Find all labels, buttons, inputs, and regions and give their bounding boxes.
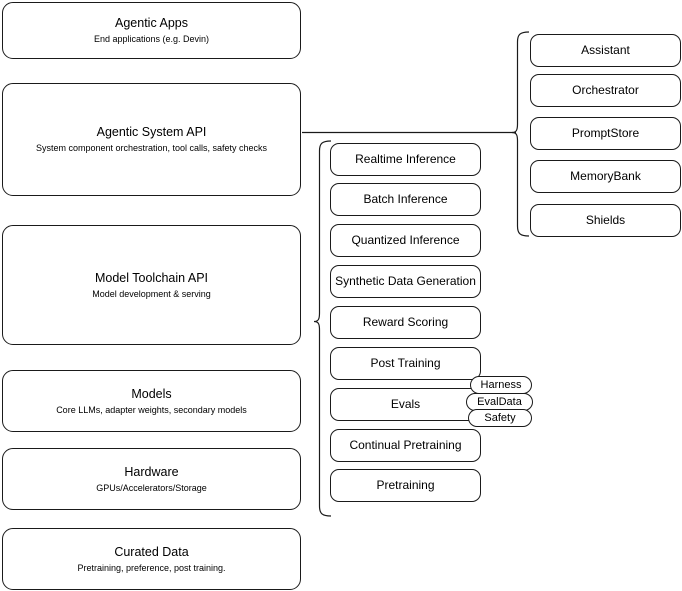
- capability-box-batch-inference[interactable]: Batch Inference: [330, 183, 481, 216]
- capability-box-realtime-inference[interactable]: Realtime Inference: [330, 143, 481, 176]
- stack-box-title: Agentic Apps: [115, 16, 188, 30]
- stack-box-models[interactable]: Models Core LLMs, adapter weights, secon…: [2, 370, 301, 432]
- evals-pill-harness[interactable]: Harness: [470, 376, 532, 394]
- stack-box-subtitle: System component orchestration, tool cal…: [35, 143, 268, 153]
- capability-label: Quantized Inference: [351, 233, 460, 247]
- capability-label: Post Training: [370, 356, 441, 370]
- evals-pill-label: EvalData: [477, 395, 522, 408]
- stack-box-title: Models: [131, 386, 172, 401]
- capability-label: Evals: [390, 397, 421, 411]
- evals-pill-label: Safety: [484, 411, 516, 424]
- evals-pill-label: Harness: [480, 378, 522, 391]
- capability-box-reward-scoring[interactable]: Reward Scoring: [330, 306, 481, 339]
- stack-box-title: Agentic System API: [96, 125, 207, 139]
- stack-box-agentic-system-api[interactable]: Agentic System API System component orch…: [2, 83, 301, 196]
- stack-box-subtitle: End applications (e.g. Devin): [93, 34, 210, 44]
- capability-box-pretraining[interactable]: Pretraining: [330, 469, 481, 502]
- system-component-box-orchestrator[interactable]: Orchestrator: [530, 74, 681, 107]
- system-component-box-assistant[interactable]: Assistant: [530, 34, 681, 67]
- stack-box-title: Curated Data: [114, 544, 189, 559]
- brace-toolchain-capabilities: [313, 140, 332, 517]
- system-component-box-memorybank[interactable]: MemoryBank: [530, 160, 681, 193]
- system-component-label: PromptStore: [571, 126, 640, 140]
- capability-box-synthetic-data-generation[interactable]: Synthetic Data Generation: [330, 265, 481, 298]
- stack-box-subtitle: Pretraining, preference, post training.: [77, 562, 226, 573]
- capability-box-continual-pretraining[interactable]: Continual Pretraining: [330, 429, 481, 462]
- capability-box-quantized-inference[interactable]: Quantized Inference: [330, 224, 481, 257]
- stack-box-subtitle: Model development & serving: [92, 288, 211, 299]
- stack-box-hardware[interactable]: Hardware GPUs/Accelerators/Storage: [2, 448, 301, 510]
- stack-box-model-toolchain-api[interactable]: Model Toolchain API Model development & …: [2, 225, 301, 345]
- system-component-label: Shields: [585, 213, 626, 227]
- system-component-box-shields[interactable]: Shields: [530, 204, 681, 237]
- capability-label: Reward Scoring: [362, 315, 449, 329]
- stack-box-curated-data[interactable]: Curated Data Pretraining, preference, po…: [2, 528, 301, 590]
- system-component-label: Assistant: [581, 43, 630, 57]
- system-component-label: Orchestrator: [572, 83, 639, 97]
- system-component-box-promptstore[interactable]: PromptStore: [530, 117, 681, 150]
- capability-box-post-training[interactable]: Post Training: [330, 347, 481, 380]
- stack-box-title: Model Toolchain API: [94, 270, 209, 285]
- capability-label: Pretraining: [376, 478, 435, 492]
- evals-pill-safety[interactable]: Safety: [468, 409, 532, 427]
- capability-label: Realtime Inference: [355, 152, 456, 166]
- capability-label: Synthetic Data Generation: [335, 274, 476, 288]
- brace-agentic-system-components: [511, 31, 530, 237]
- capability-label: Batch Inference: [363, 192, 448, 206]
- capability-box-evals[interactable]: Evals: [330, 388, 481, 421]
- stack-box-agentic-apps[interactable]: Agentic Apps End applications (e.g. Devi…: [2, 2, 301, 59]
- stack-box-subtitle: GPUs/Accelerators/Storage: [96, 482, 207, 493]
- system-component-label: MemoryBank: [570, 169, 641, 183]
- capability-label: Continual Pretraining: [349, 438, 462, 452]
- stack-box-title: Hardware: [124, 464, 179, 479]
- stack-box-subtitle: Core LLMs, adapter weights, secondary mo…: [56, 404, 247, 415]
